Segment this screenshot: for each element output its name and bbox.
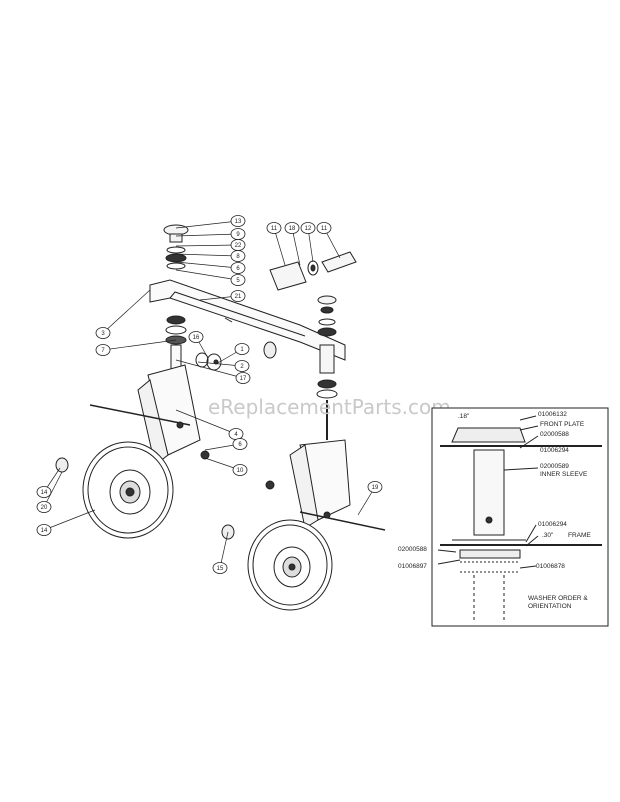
callout-16: 16 bbox=[188, 331, 209, 359]
svg-text:15: 15 bbox=[217, 566, 224, 572]
watermark: eReplacementParts.com bbox=[208, 395, 451, 419]
callout-19: 19 bbox=[357, 481, 383, 516]
svg-text:12: 12 bbox=[305, 226, 312, 232]
callout-5: 5 bbox=[175, 269, 246, 286]
detail-label: .30" bbox=[542, 532, 554, 539]
callout-7: 7 bbox=[95, 339, 177, 356]
svg-text:7: 7 bbox=[101, 348, 105, 354]
callout-17: 17 bbox=[175, 359, 251, 384]
callout-9: 9 bbox=[175, 228, 246, 240]
callout-15: 15 bbox=[212, 531, 229, 574]
detail-label: ORIENTATION bbox=[528, 603, 572, 610]
callout-10: 10 bbox=[204, 457, 248, 476]
svg-text:6: 6 bbox=[238, 442, 242, 448]
svg-text:1: 1 bbox=[240, 347, 244, 353]
svg-text:9: 9 bbox=[236, 232, 240, 238]
callout-22: 22 bbox=[175, 239, 246, 251]
callout-18: 18 bbox=[284, 222, 301, 266]
caster-assembly-drawing bbox=[55, 224, 386, 611]
svg-text:11: 11 bbox=[321, 226, 328, 232]
detail-label: WASHER ORDER & bbox=[528, 595, 588, 602]
callout-1: 1 bbox=[215, 343, 250, 365]
svg-text:4: 4 bbox=[234, 432, 238, 438]
callout-14: 14 bbox=[36, 467, 61, 498]
svg-text:11: 11 bbox=[271, 226, 278, 232]
callout-20: 20 bbox=[36, 471, 63, 513]
detail-label: 01006132 bbox=[538, 411, 567, 418]
callout-12: 12 bbox=[300, 222, 316, 263]
callout-11: 11 bbox=[266, 222, 286, 266]
svg-text:5: 5 bbox=[236, 278, 240, 284]
detail-label: 01006294 bbox=[538, 521, 567, 528]
callout-8: 8 bbox=[175, 250, 246, 262]
callout-3: 3 bbox=[95, 289, 151, 339]
detail-label: 01006897 bbox=[398, 563, 427, 570]
svg-text:8: 8 bbox=[236, 254, 240, 260]
callout-14: 14 bbox=[36, 509, 96, 536]
callout-6: 6 bbox=[175, 261, 246, 274]
callout-6: 6 bbox=[204, 438, 248, 451]
detail-label: 02000589 bbox=[540, 463, 569, 470]
detail-label: FRAME bbox=[568, 532, 591, 539]
svg-text:16: 16 bbox=[193, 335, 200, 341]
detail-label: 01006294 bbox=[540, 447, 569, 454]
svg-text:22: 22 bbox=[235, 243, 242, 249]
svg-text:14: 14 bbox=[41, 490, 48, 496]
callout-21: 21 bbox=[199, 290, 246, 302]
callout-4: 4 bbox=[175, 409, 244, 440]
callout-13: 13 bbox=[175, 215, 246, 229]
svg-text:10: 10 bbox=[237, 468, 244, 474]
callout-11: 11 bbox=[316, 222, 341, 259]
svg-text:14: 14 bbox=[41, 528, 48, 534]
svg-text:18: 18 bbox=[289, 226, 296, 232]
svg-text:21: 21 bbox=[235, 294, 242, 300]
detail-label: 02000588 bbox=[398, 546, 427, 553]
detail-label: 02000588 bbox=[540, 431, 569, 438]
svg-text:3: 3 bbox=[101, 331, 105, 337]
svg-text:17: 17 bbox=[240, 376, 247, 382]
detail-label: .18" bbox=[458, 413, 470, 420]
detail-label: INNER SLEEVE bbox=[540, 471, 588, 478]
callout-2: 2 bbox=[197, 360, 250, 372]
svg-text:13: 13 bbox=[235, 219, 242, 225]
svg-text:19: 19 bbox=[372, 485, 379, 491]
svg-text:6: 6 bbox=[236, 266, 240, 272]
svg-text:20: 20 bbox=[41, 505, 48, 511]
detail-label: 01006878 bbox=[536, 563, 565, 570]
svg-text:2: 2 bbox=[240, 364, 244, 370]
detail-label: FRONT PLATE bbox=[540, 421, 585, 428]
